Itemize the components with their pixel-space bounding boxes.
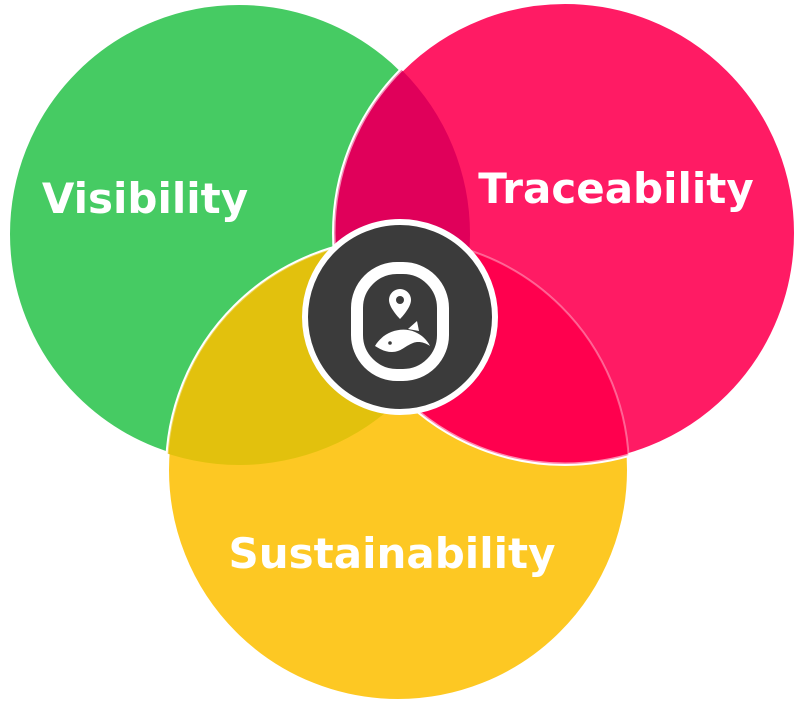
label-visibility: Visibility bbox=[42, 174, 248, 223]
circle-traceability-edge bbox=[332, 0, 798, 466]
label-sustainability: Sustainability bbox=[229, 529, 556, 578]
center-badge bbox=[302, 219, 498, 415]
label-traceability: Traceability bbox=[478, 164, 754, 213]
location-pin-fish-icon bbox=[351, 262, 449, 381]
